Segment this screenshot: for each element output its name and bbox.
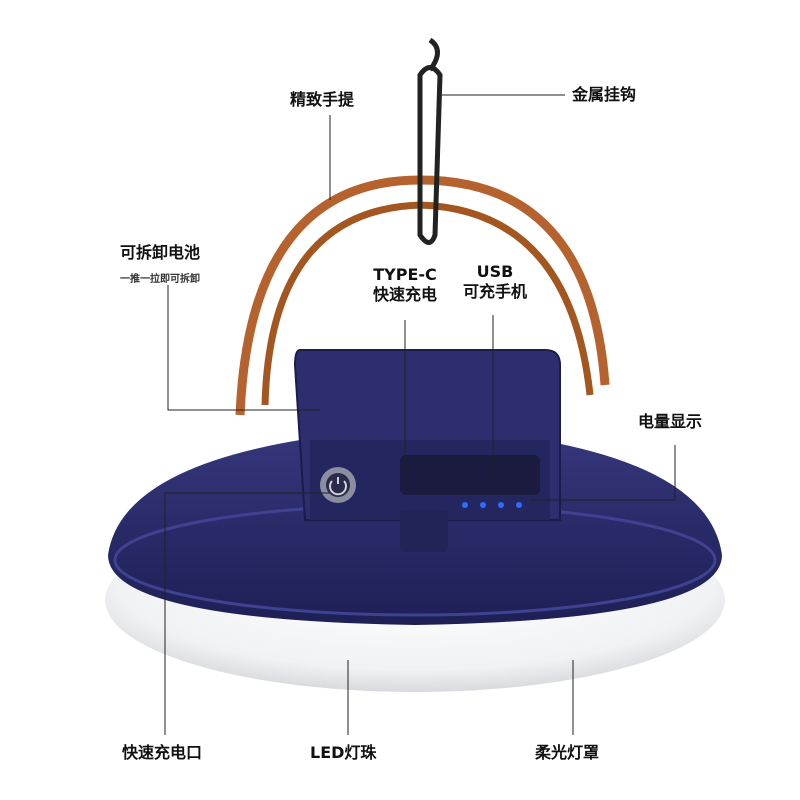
typec-plug: [400, 510, 448, 552]
label-handle: 精致手提: [290, 90, 355, 109]
label-typec-line1: TYPE-C: [373, 265, 437, 284]
label-soft-shade: 柔光灯罩: [535, 743, 600, 762]
metal-hook: [417, 37, 443, 245]
label-fast-charge-port: 快速充电口: [122, 743, 203, 762]
label-removable-battery: 可拆卸电池: [120, 243, 201, 262]
label-battery-sub: 一推一拉即可拆卸: [120, 274, 200, 285]
label-typec: TYPE-C 快速充电: [355, 265, 455, 305]
leader-lines: [164, 94, 676, 735]
label-typec-line2: 快速充电: [372, 285, 437, 304]
label-usb: USB 可充手机: [445, 262, 545, 302]
label-metal-hook: 金属挂钩: [572, 85, 637, 104]
label-usb-line1: USB: [476, 262, 514, 281]
label-usb-line2: 可充手机: [462, 282, 527, 301]
label-power-display: 电量显示: [638, 412, 703, 431]
port-cover: [400, 455, 540, 495]
battery-indicator-leds: [462, 502, 522, 508]
label-led: LED灯珠: [310, 743, 377, 762]
